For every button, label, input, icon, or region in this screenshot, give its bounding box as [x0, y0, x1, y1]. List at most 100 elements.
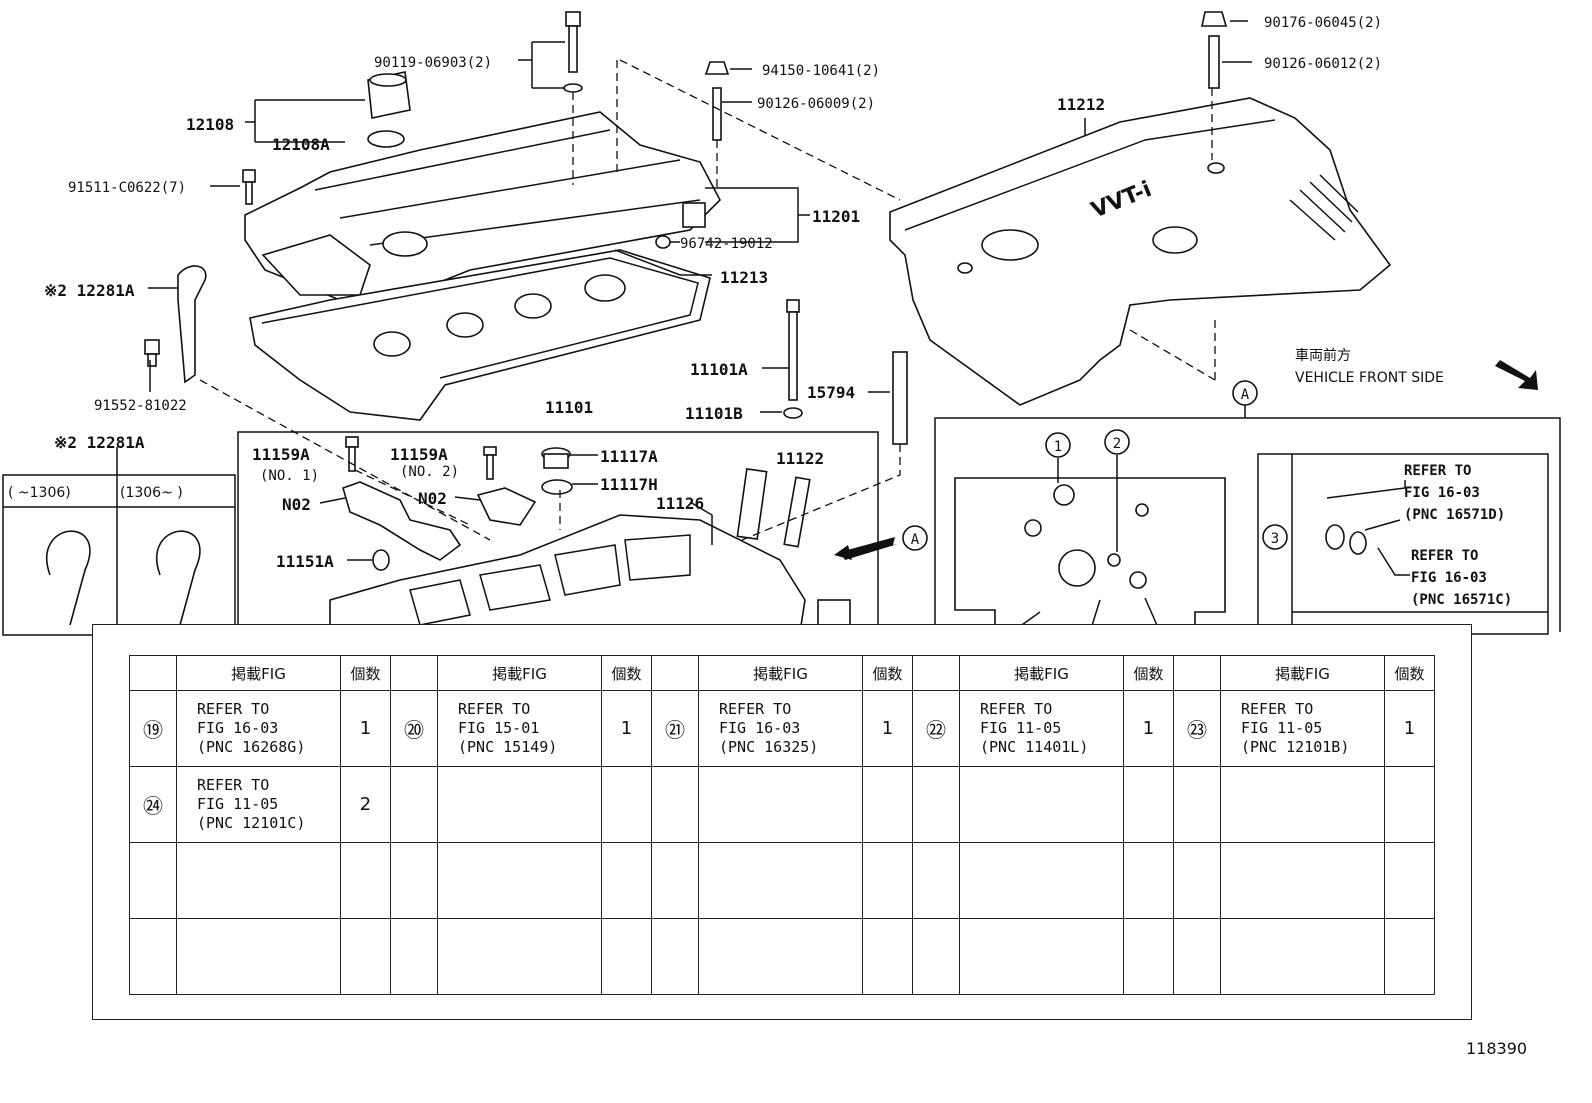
front-label-en: VEHICLE FRONT SIDE — [1295, 370, 1444, 386]
table-row — [129, 842, 1435, 919]
ref-fig-cell — [698, 842, 863, 919]
refer2-line2: FIG 16-03 — [1411, 570, 1487, 586]
ref-qty — [1123, 842, 1174, 919]
ref-number: ㉑ — [651, 690, 699, 767]
ref-fig-cell — [698, 918, 863, 995]
ref-fig-line: (PNC 12101B) — [1241, 738, 1350, 756]
oil-filler-cap — [367, 71, 411, 148]
ref-qty — [340, 918, 391, 995]
ref-number: ⑲ — [129, 690, 177, 767]
ref-qty — [340, 842, 391, 919]
detail-1-label: 1 — [1054, 439, 1062, 455]
label-91511: 91511-C0622(7) — [68, 180, 186, 196]
header-qty: 個数 — [601, 655, 652, 691]
ref-fig-line: FIG 11-05 — [197, 795, 279, 813]
camshaft-caps — [342, 481, 537, 561]
label-90126-06009: 90126-06009(2) — [757, 96, 875, 112]
refer2-line3: (PNC 16571C) — [1411, 592, 1512, 608]
ref-number — [1173, 766, 1221, 843]
label-11159A-1-sub: (NO. 1) — [260, 468, 319, 484]
ref-fig-line: REFER TO — [197, 776, 270, 794]
ref-qty — [862, 918, 913, 995]
header-qty: 個数 — [1384, 655, 1435, 691]
refer1-line3: (PNC 16571D) — [1404, 507, 1505, 523]
bolts — [144, 11, 1228, 571]
date-col1: ( ~1306) — [8, 485, 71, 501]
refer1-line2: FIG 16-03 — [1404, 485, 1480, 501]
date-col2: (1306~ ) — [120, 485, 183, 501]
label-11101A: 11101A — [690, 360, 748, 379]
ref-qty: 1 — [1384, 690, 1435, 767]
label-11159A-2: 11159A — [390, 445, 448, 464]
engine-cover: VVT-i — [889, 97, 1392, 406]
ref-fig-line: FIG 15-01 — [458, 719, 540, 737]
header-blank-cell — [1173, 655, 1221, 691]
ref-fig-cell — [698, 766, 863, 843]
label-90176: 90176-06045(2) — [1264, 15, 1382, 31]
ref-fig-line: REFER TO — [458, 700, 531, 718]
figure-number: 118390 — [1466, 1039, 1528, 1058]
callout-a-circle — [1232, 380, 1258, 406]
hook-bracket — [177, 265, 207, 384]
ref-fig-line: REFER TO — [980, 700, 1053, 718]
ref-fig-cell — [959, 918, 1124, 995]
header-fig: 掲載FIG — [959, 655, 1124, 691]
view-a-circle — [902, 525, 928, 551]
front-label-jp: 車両前方 — [1295, 347, 1351, 364]
ref-fig-line: (PNC 16268G) — [197, 738, 306, 756]
label-11213: 11213 — [720, 268, 768, 287]
label-96742: 96742-19012 — [680, 236, 773, 252]
callout-a-label: A — [1241, 387, 1250, 403]
detail-a-box — [934, 417, 1561, 632]
label-12281A-left: ※2 12281A — [54, 433, 145, 452]
label-11159A-1: 11159A — [252, 445, 310, 464]
ref-fig-line: FIG 11-05 — [980, 719, 1062, 737]
ref-fig-line: (PNC 15149) — [458, 738, 558, 756]
detail-2-label: 2 — [1113, 436, 1121, 452]
label-15794: 15794 — [807, 383, 855, 402]
label-11151A: 11151A — [276, 552, 334, 571]
label-90119: 90119-06903(2) — [374, 55, 492, 71]
ref-fig-line: REFER TO — [719, 700, 792, 718]
valve-cover — [244, 111, 721, 301]
ref-qty — [1384, 842, 1435, 919]
ref-fig-cell — [1220, 918, 1385, 995]
hose-clamp — [1325, 524, 1367, 555]
label-94150: 94150-10641(2) — [762, 63, 880, 79]
view-a-arrow — [834, 537, 898, 560]
ref-number: ㉓ — [1173, 690, 1221, 767]
detail-a-head-view — [954, 477, 1226, 633]
ref-fig-cell — [1220, 766, 1385, 843]
ref-qty — [862, 842, 913, 919]
label-12108: 12108 — [186, 115, 234, 134]
ref-fig-line: REFER TO — [197, 700, 270, 718]
ref-qty: 2 — [340, 766, 391, 843]
ref-qty: 1 — [1123, 690, 1174, 767]
front-arrow — [1495, 360, 1538, 390]
ref-fig-line: (PNC 11401L) — [980, 738, 1089, 756]
ref-number — [912, 842, 960, 919]
header-fig: 掲載FIG — [698, 655, 863, 691]
ref-fig-cell — [1220, 842, 1385, 919]
ref-qty: 1 — [601, 690, 652, 767]
ref-qty — [601, 842, 652, 919]
ref-number — [912, 918, 960, 995]
ref-number — [129, 842, 177, 919]
ref-qty — [1123, 918, 1174, 995]
header-fig: 掲載FIG — [176, 655, 341, 691]
ref-fig-line: (PNC 16325) — [719, 738, 819, 756]
ref-qty — [1123, 766, 1174, 843]
refer1-line1: REFER TO — [1404, 463, 1471, 479]
header-qty: 個数 — [1123, 655, 1174, 691]
ref-fig-cell — [959, 766, 1124, 843]
label-11126: 11126 — [656, 494, 704, 513]
ref-fig-cell — [437, 918, 602, 995]
ref-number — [1173, 918, 1221, 995]
